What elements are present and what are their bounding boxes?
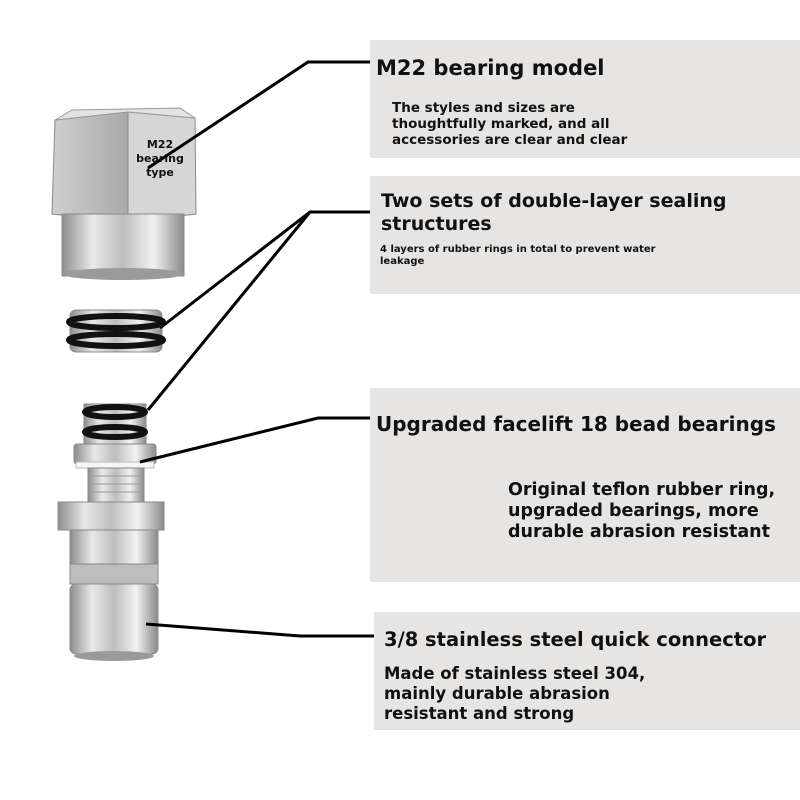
leader-lines — [139, 60, 376, 638]
panel-sealing-structures: Two sets of double-layer sealing structu… — [370, 176, 800, 294]
leader-line-connector — [145, 622, 376, 638]
panel-title: Two sets of double-layer sealing structu… — [381, 190, 727, 235]
leader-line-nut — [147, 60, 372, 170]
quick-connector-plug — [57, 403, 165, 661]
panel-description: Made of stainless steel 304, mainly dura… — [384, 664, 646, 723]
leader-line-sleeve — [159, 210, 372, 330]
panel-m22-bearing-model: M22 bearing model The styles and sizes a… — [370, 40, 800, 158]
sealing-ring-sleeve — [66, 309, 166, 353]
panel-bead-bearings: Upgraded facelift 18 bead bearings Origi… — [370, 388, 800, 582]
panel-title: Upgraded facelift 18 bead bearings — [376, 412, 776, 436]
leader-line-bearing — [139, 416, 372, 464]
panel-description: The styles and sizes are thoughtfully ma… — [392, 100, 628, 148]
panel-description: Original teflon rubber ring, upgraded be… — [508, 480, 776, 542]
nut-label-line: bearing — [136, 152, 184, 165]
nut-label-line: M22 — [146, 138, 174, 151]
panel-description: 4 layers of rubber rings in total to pre… — [380, 244, 656, 267]
nut-label-line: type — [146, 166, 174, 179]
panel-title: 3/8 stainless steel quick connector — [384, 628, 767, 651]
m22-hex-nut — [51, 107, 197, 280]
panel-title: M22 bearing model — [376, 56, 605, 80]
panel-quick-connector: 3/8 stainless steel quick connector Made… — [374, 612, 800, 730]
nut-engraved-label: M22 bearing type — [128, 138, 192, 180]
leader-line-plug-ring — [146, 211, 312, 411]
